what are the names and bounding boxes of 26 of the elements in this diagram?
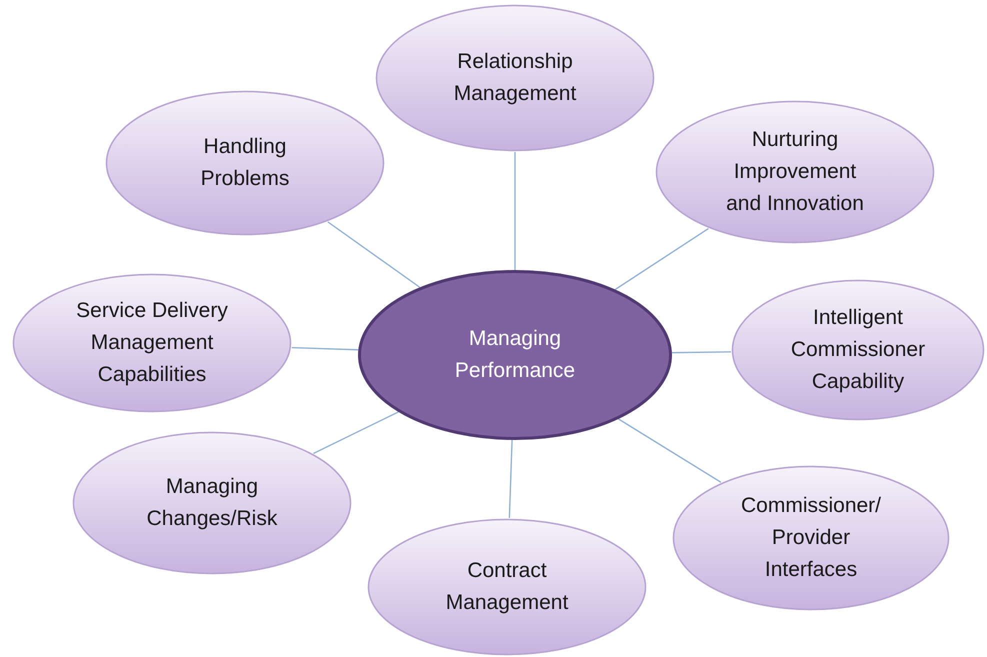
node-label: Handling Problems xyxy=(200,134,290,192)
connector-line xyxy=(292,346,358,350)
topic-ellipse xyxy=(72,431,352,575)
node-label: Intelligent Commissioner Capability xyxy=(790,305,926,395)
topic-ellipse xyxy=(375,4,655,152)
central-ellipse xyxy=(358,270,672,440)
connector-line xyxy=(672,351,732,354)
connector-line xyxy=(327,221,420,288)
connector-line xyxy=(313,411,399,454)
node-label: Managing Performance xyxy=(454,326,576,384)
topic-ellipse xyxy=(655,100,935,244)
topic-ellipse xyxy=(731,279,985,421)
connector-line xyxy=(514,152,516,270)
node-label: Nurturing Improvement and Innovation xyxy=(725,127,865,217)
node-label: Managing Changes/Risk xyxy=(146,474,278,532)
topic-ellipse xyxy=(12,273,292,413)
node-label: Service Delivery Management Capabilities xyxy=(75,298,229,388)
topic-ellipse xyxy=(105,90,385,236)
node-label: Contract Management xyxy=(444,558,570,616)
connector-line xyxy=(618,418,722,483)
node-label: Commissioner/ Provider Interfaces xyxy=(740,493,882,583)
topic-ellipse xyxy=(672,465,950,611)
connector-line xyxy=(508,440,513,518)
topic-ellipse xyxy=(367,518,647,656)
connector-line xyxy=(614,228,709,290)
node-label: Relationship Management xyxy=(452,49,578,107)
